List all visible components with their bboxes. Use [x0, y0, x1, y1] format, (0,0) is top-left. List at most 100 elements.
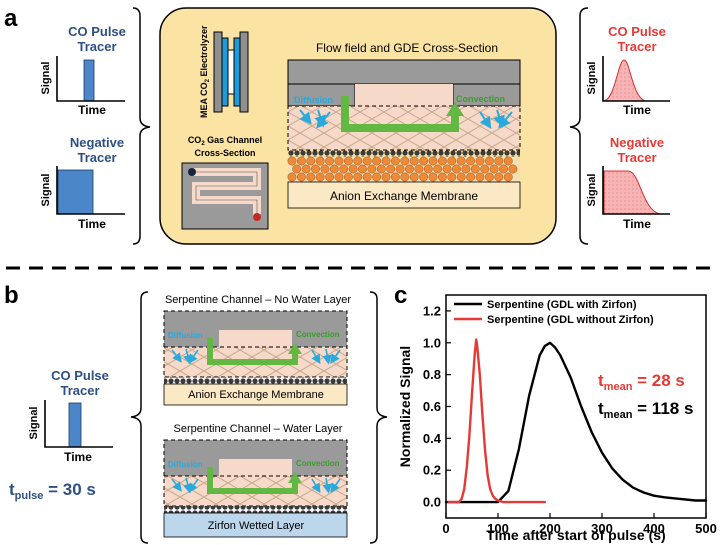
ionomer-particle — [320, 164, 330, 174]
ionomer-particle — [405, 164, 414, 174]
b2-convection-label: Convection — [296, 459, 340, 468]
ionomer-particle — [508, 164, 518, 174]
ionomer-particle — [311, 164, 320, 174]
series-line — [447, 338, 546, 504]
right-pulse-axes — [602, 56, 670, 102]
y-tick-label: 0.2 — [423, 463, 441, 478]
ionomer-particle — [494, 172, 504, 182]
right-negative-title-1: Negative — [610, 135, 664, 150]
ionomer-particle — [419, 156, 429, 166]
ionomer-particle — [452, 164, 461, 174]
right-pulse-inset: CO Pulse Tracer Signal Time — [586, 24, 670, 117]
legend-label: Serpentine (GDL with Zirfon) — [487, 299, 637, 311]
right-negative-curve — [603, 170, 661, 215]
ionomer-particle — [423, 164, 433, 174]
ionomer-particle — [353, 156, 363, 166]
ionomer-particle — [503, 156, 513, 166]
ionomer-particle — [315, 172, 325, 182]
ionomer-particle — [348, 164, 358, 174]
ionomer-particle — [381, 156, 391, 166]
right-pulse-curve — [602, 59, 646, 102]
gas-channel-title-1: CO2 Gas Channel — [188, 135, 262, 147]
ionomer-particle — [466, 156, 476, 166]
ionomer-particle — [296, 156, 306, 166]
panel-c-letter: c — [394, 282, 407, 309]
membrane-label: Anion Exchange Membrane — [330, 189, 478, 203]
ionomer-particle — [475, 172, 485, 182]
right-negative-axes — [602, 166, 670, 215]
right-negative-time-label: Time — [623, 217, 651, 231]
y-tick-label: 0.0 — [423, 495, 441, 510]
y-tick-label: 1.0 — [423, 335, 441, 350]
y-tick-label: 0.8 — [423, 367, 441, 382]
ionomer-particle — [343, 156, 353, 166]
b-pulse-signal-label: Signal — [28, 406, 40, 439]
zirfon-label: Zirfon Wetted Layer — [208, 520, 305, 532]
ionomer-particle — [494, 156, 504, 166]
left-negative-time-label: Time — [78, 217, 106, 231]
b-pulse-axes — [44, 400, 113, 448]
b-left-brace — [130, 291, 149, 544]
ionomer-particle — [456, 172, 466, 182]
left-pulse-bar — [83, 59, 95, 102]
ionomer-particle — [339, 164, 349, 174]
ionomer-particle — [433, 164, 443, 174]
ionomer-particle — [390, 172, 400, 182]
ionomer-particle — [372, 172, 382, 182]
right-brace — [569, 7, 589, 245]
outlet-dot — [253, 213, 261, 221]
right-negative-title-2: Tracer — [617, 150, 656, 165]
right-pulse-time-label: Time — [623, 103, 651, 117]
ionomer-particle — [400, 156, 410, 166]
x-tick-label: 400 — [643, 521, 665, 536]
no-water-title: Serpentine Channel – No Water Layer — [165, 294, 351, 306]
ionomer-particle — [489, 164, 499, 174]
ionomer-particle — [376, 164, 386, 174]
ionomer-particle — [395, 164, 405, 174]
no-water-layer-diagram: Serpentine Channel – No Water Layer Diff… — [163, 294, 351, 406]
right-pulse-title-2: Tracer — [617, 39, 656, 54]
series-line — [444, 341, 708, 504]
ionomer-particle — [362, 172, 372, 182]
gas-channel-diagram: CO2 Gas Channel Cross-Section — [181, 135, 269, 230]
ionomer-particles — [287, 156, 518, 182]
ionomer-particle — [409, 172, 419, 182]
tmean-black-annotation: tmean = 118 s — [598, 399, 693, 421]
ionomer-particle — [301, 164, 311, 174]
left-pulse-inset: CO Pulse Tracer Signal Time — [40, 24, 126, 117]
panel-b: b CO Pulse Tracer Signal Time tpulse = 3… — [4, 282, 388, 544]
b1-convection-label: Convection — [296, 330, 340, 339]
right-pulse-title-1: CO Pulse — [608, 24, 666, 39]
t-pulse-label: tpulse = 30 s — [9, 480, 96, 502]
diffusion-arrows — [299, 109, 513, 129]
b1-membrane-label: Anion Exchange Membrane — [188, 389, 324, 401]
left-pulse-signal-label: Signal — [40, 61, 52, 94]
ionomer-particle — [437, 172, 447, 182]
left-negative-inset: Negative Tracer Signal Time — [40, 135, 125, 231]
ionomer-particle — [306, 156, 316, 166]
mea-electrolyzer-diagram: MEA CO2 Electrolyzer — [199, 25, 249, 118]
ionomer-particle — [461, 164, 471, 174]
x-tick-label: 300 — [591, 521, 613, 536]
ionomer-particle — [414, 164, 424, 174]
b2-diffusion-label: Diffusion — [168, 460, 203, 469]
convection-arrow — [341, 96, 459, 132]
ionomer-particle — [442, 164, 452, 174]
ionomer-particle — [456, 156, 466, 166]
left-brace — [132, 7, 151, 245]
ionomer-particle — [437, 156, 447, 166]
tmean-red-annotation: tmean = 28 s — [598, 371, 685, 393]
b-pulse-time-label: Time — [64, 450, 92, 464]
left-negative-axes — [56, 166, 125, 215]
ionomer-particle — [325, 172, 335, 182]
y-tick-label: 0.4 — [423, 431, 442, 446]
water-title: Serpentine Channel – Water Layer — [174, 423, 343, 435]
y-tick-label: 1.2 — [423, 303, 441, 318]
ionomer-particle — [419, 172, 429, 182]
x-tick-label: 100 — [487, 521, 509, 536]
b-pulse-title-2: Tracer — [60, 383, 99, 398]
panel-a-letter: a — [4, 5, 18, 32]
